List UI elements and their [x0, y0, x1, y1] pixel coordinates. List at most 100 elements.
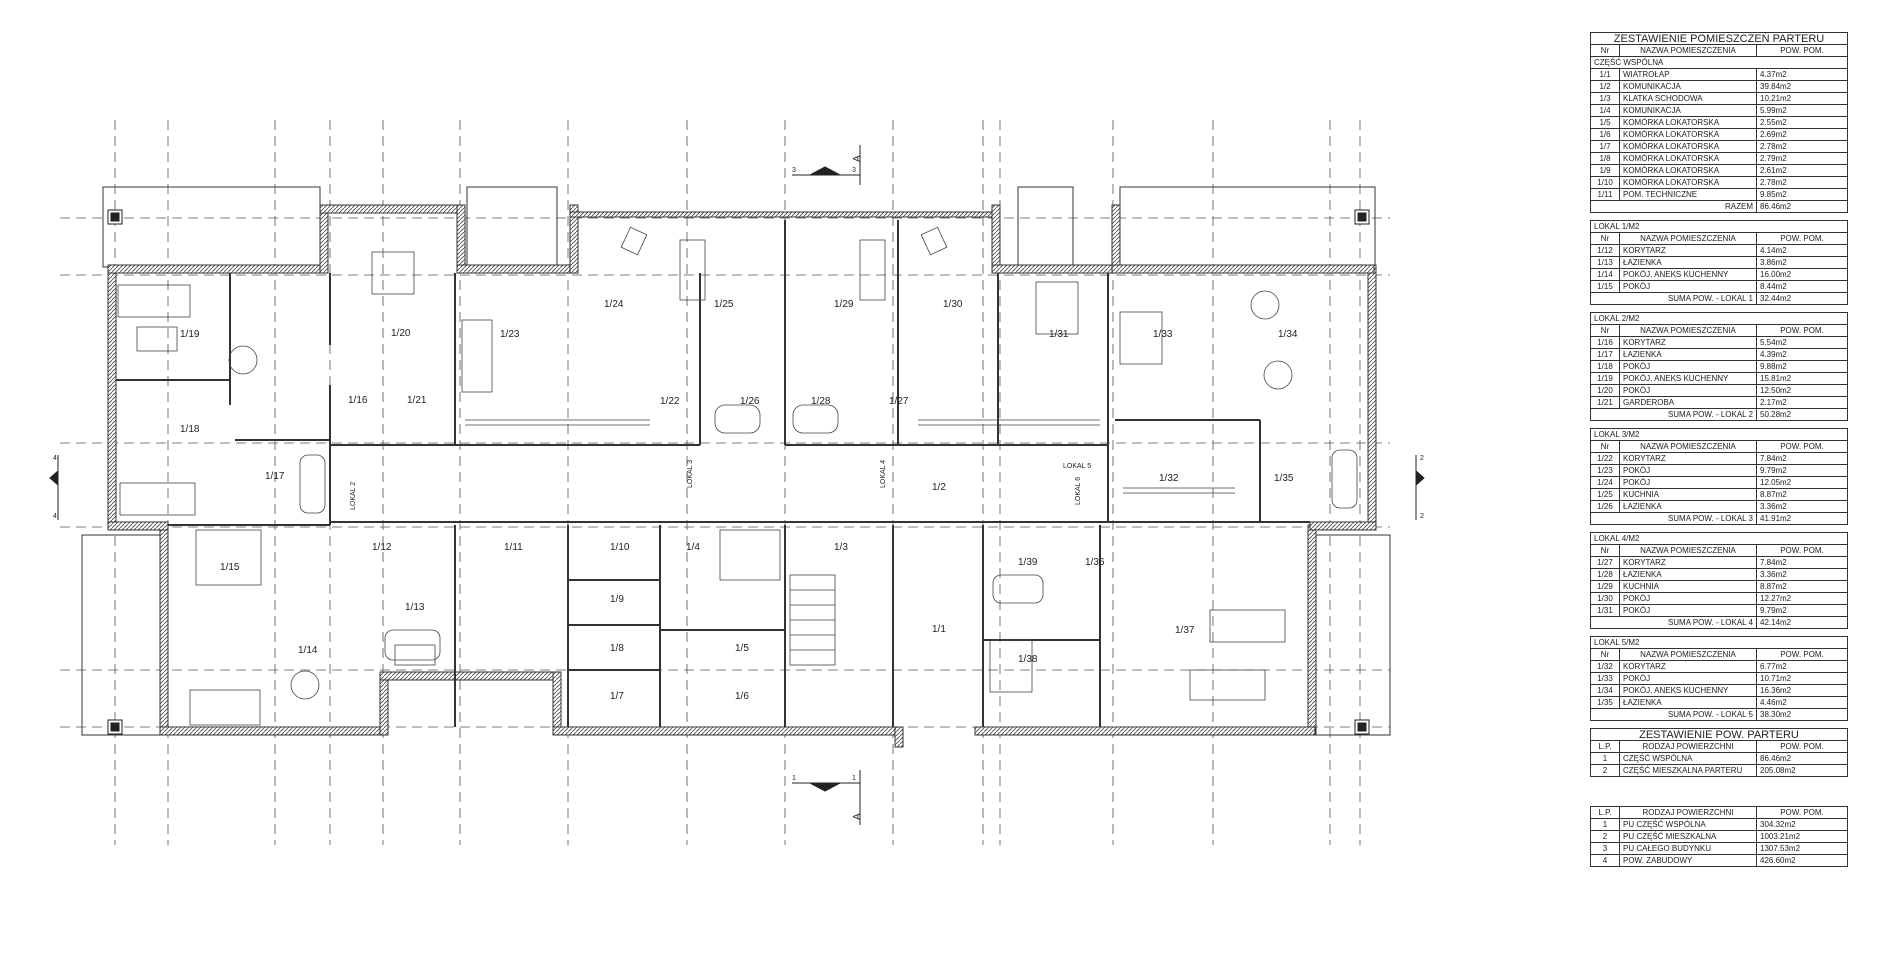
column-header: NAZWA POMIESZCZENIA	[1619, 44, 1757, 57]
table-cell: 1/34	[1590, 684, 1620, 697]
table-cell: POKÓJ	[1619, 384, 1757, 397]
section-number: 3	[792, 167, 796, 174]
section-number: 1	[852, 775, 856, 782]
table-cell: POKÓJ	[1619, 360, 1757, 373]
table-cell: 1/3	[1590, 92, 1620, 105]
section-markers	[49, 145, 1425, 825]
table-cell: 15.81m2	[1756, 372, 1848, 385]
table-cell: 3	[1590, 842, 1620, 855]
table-cell: 3.36m2	[1756, 500, 1848, 513]
table-cell: POKÓJ, ANEKS KUCHENNY	[1619, 372, 1757, 385]
table-cell: 1	[1590, 752, 1620, 765]
table-cell: ŁAZIENKA	[1619, 348, 1757, 361]
table-cell: POW. ZABUDOWY	[1619, 854, 1757, 867]
table-cell: PU CAŁEGO BUDYNKU	[1619, 842, 1757, 855]
sum-label: SUMA POW. - LOKAL 1	[1590, 292, 1757, 305]
table-cell: NAZWA POMIESZCZENIA	[1619, 544, 1757, 557]
room-label: 1/5	[735, 643, 749, 654]
section-label: CZĘŚĆ WSPÓLNA	[1590, 56, 1848, 69]
table-cell: KORYTARZ	[1619, 244, 1757, 257]
table-cell: KOMÓRKA LOKATORSKA	[1619, 116, 1757, 129]
column-header: RODZAJ POWIERZCHNI	[1619, 806, 1757, 819]
room-label: 1/8	[610, 643, 624, 654]
section-number: 1	[792, 775, 796, 782]
sum-value: 32.44m2	[1756, 292, 1848, 305]
table-cell: WIATROŁAP	[1619, 68, 1757, 81]
table-cell: 12.05m2	[1756, 476, 1848, 489]
table-cell: 8.87m2	[1756, 580, 1848, 593]
table-cell: POKÓJ, ANEKS KUCHENNY	[1619, 684, 1757, 697]
table-cell: 1/9	[1590, 164, 1620, 177]
table-cell: 9.88m2	[1756, 360, 1848, 373]
table-cell: POW. POM.	[1756, 232, 1848, 245]
table-cell: 1/6	[1590, 128, 1620, 141]
table-cell: 10.21m2	[1756, 92, 1848, 105]
table-cell: Nr	[1590, 544, 1620, 557]
table-cell: KOMÓRKA LOKATORSKA	[1619, 152, 1757, 165]
table-cell: 1/8	[1590, 152, 1620, 165]
table-cell: 39.84m2	[1756, 80, 1848, 93]
table-cell: 1/4	[1590, 104, 1620, 117]
room-label: 1/19	[180, 329, 200, 340]
table-cell: 1/16	[1590, 336, 1620, 349]
furniture	[117, 226, 1358, 726]
section-number: 2	[1420, 513, 1424, 520]
table-cell: 3.36m2	[1756, 568, 1848, 581]
table-cell: 1/2	[1590, 80, 1620, 93]
room-label: 1/35	[1274, 473, 1294, 484]
room-label: 1/23	[500, 329, 520, 340]
table-cell: 4.39m2	[1756, 348, 1848, 361]
table-cell: 8.87m2	[1756, 488, 1848, 501]
table-cell: 10.71m2	[1756, 672, 1848, 685]
table-cell: 16.36m2	[1756, 684, 1848, 697]
table-cell: PU CZĘŚĆ MIESZKALNA	[1619, 830, 1757, 843]
table-cell: 1/1	[1590, 68, 1620, 81]
room-schedule-table: ZESTAWIENIE POMIESZCZEŃ PARTERU Nr NAZWA…	[1590, 32, 1848, 213]
table-cell: KUCHNIA	[1619, 488, 1757, 501]
table-row: LOKAL 5/M2	[1590, 636, 1848, 649]
room-label: 1/37	[1175, 625, 1195, 636]
table-cell: 9.79m2	[1756, 604, 1848, 617]
axis-grid	[60, 120, 1390, 845]
interior-walls	[116, 220, 1310, 727]
table-row: LOKAL 3/M2	[1590, 428, 1848, 441]
table-cell: POKÓJ	[1619, 672, 1757, 685]
total-value: 86.46m2	[1756, 200, 1848, 213]
room-label: 1/21	[407, 395, 427, 406]
room-label: 1/39	[1018, 557, 1038, 568]
sum-label: SUMA POW. - LOKAL 3	[1590, 512, 1757, 525]
sum-value: 50.28m2	[1756, 408, 1848, 421]
table-cell: 1307.53m2	[1756, 842, 1848, 855]
floor-plan: 1/19 1/18 1/17 1/20 1/21 1/16 1/23 1/24 …	[49, 120, 1425, 845]
table-cell: 2.79m2	[1756, 152, 1848, 165]
table-cell: 1/7	[1590, 140, 1620, 153]
room-label: 1/7	[610, 691, 624, 702]
table-cell: 1	[1590, 818, 1620, 831]
section-number: 4	[53, 455, 57, 462]
table-cell: NAZWA POMIESZCZENIA	[1619, 324, 1757, 337]
table-cell: POKÓJ	[1619, 464, 1757, 477]
table-cell: KLATKA SCHODOWA	[1619, 92, 1757, 105]
table-cell: 2.78m2	[1756, 140, 1848, 153]
table-cell: KOMÓRKA LOKATORSKA	[1619, 140, 1757, 153]
column-markers	[107, 209, 1370, 735]
table-cell: 1/33	[1590, 672, 1620, 685]
room-label: 1/28	[811, 396, 831, 407]
room-label: 1/1	[932, 624, 946, 635]
